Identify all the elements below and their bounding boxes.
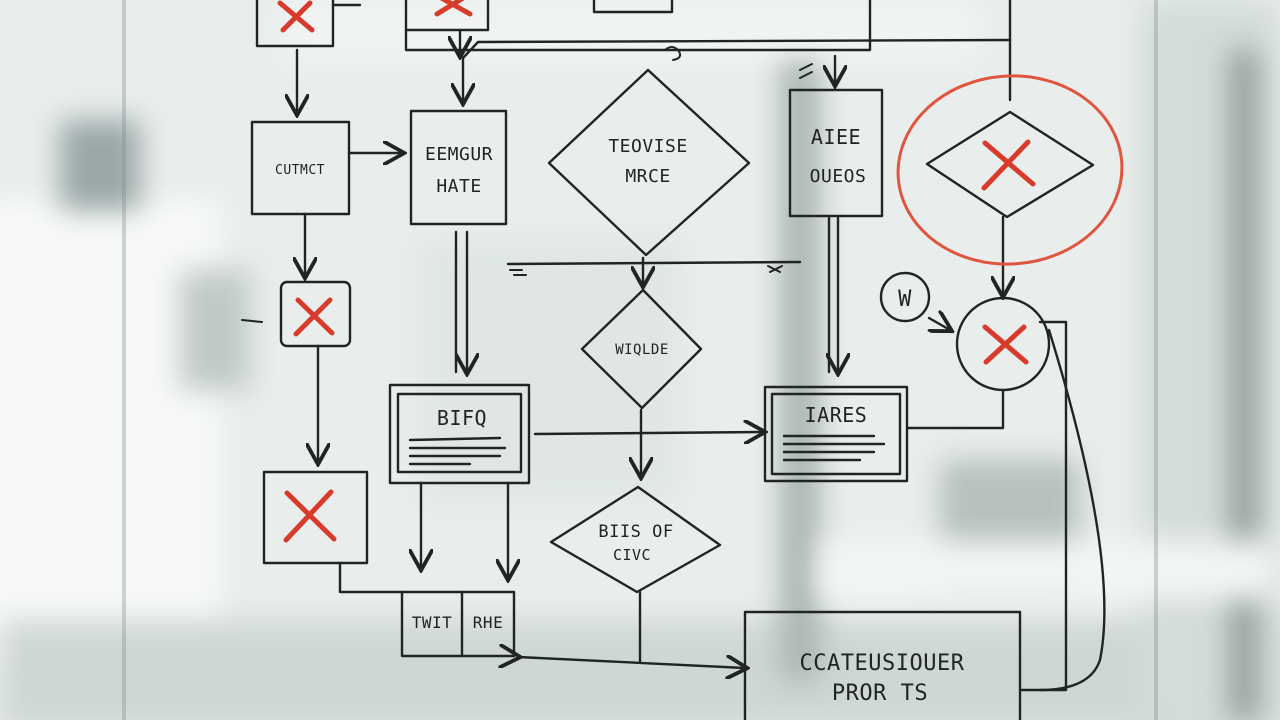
iares-card <box>763 385 909 483</box>
x-mark-circle <box>982 324 1029 365</box>
pror-ts-label-line2: PROR TS <box>832 681 928 706</box>
reject-box-left-1 <box>279 280 352 348</box>
twit-label: TWIT <box>412 613 453 632</box>
mrce-label-line2: MRCE <box>625 166 670 187</box>
iares-label: IARES <box>805 403 868 427</box>
teovise-label-line1: TEOVISE <box>608 136 687 157</box>
reject-box-left-2 <box>262 470 369 565</box>
w-label: W <box>898 287 912 312</box>
x-mark-left-1 <box>293 297 335 337</box>
bifq-card <box>388 383 531 485</box>
x-mark-top-mid <box>434 0 473 17</box>
wiqlde-diamond <box>580 288 703 410</box>
biis-of-diamond <box>549 485 722 594</box>
reject-diamond <box>925 110 1095 219</box>
cutmct-box <box>250 120 351 216</box>
aiee-label-line1: AIEE <box>811 125 861 149</box>
top-connector <box>404 0 872 52</box>
twit-rhe-box <box>400 590 516 658</box>
eemgur-hate-box <box>409 109 508 226</box>
aiee-box <box>788 88 884 218</box>
oueos-label-line2: OUEOS <box>810 166 867 187</box>
top-mid-reject-box <box>404 0 490 32</box>
top-right-box <box>592 0 674 14</box>
glass-panel-edge-right <box>1154 0 1158 720</box>
wiqlde-label: WIQLDE <box>615 342 669 358</box>
hate-label-line2: HATE <box>436 176 481 197</box>
bifq-label: BIFQ <box>437 406 487 430</box>
civc-label-line2: CIVC <box>613 546 651 564</box>
cutmct-label: CUTMCT <box>275 163 325 178</box>
eemgur-label-line1: EEMGUR <box>425 144 493 165</box>
top-left-reject-box <box>255 0 335 48</box>
teovise-diamond <box>547 68 751 257</box>
x-mark-left-2 <box>283 489 337 543</box>
red-highlight-circle <box>896 74 1124 266</box>
glass-panel-edge-left <box>122 0 126 720</box>
x-mark-diamond <box>981 139 1036 191</box>
x-mark-top-left <box>277 0 315 33</box>
ccateusiouer-label-line1: CCATEUSIOUER <box>800 651 965 676</box>
biis-of-label-line1: BIIS OF <box>598 522 673 542</box>
ccateusiouer-box <box>743 610 1022 720</box>
rhe-label: RHE <box>473 613 503 632</box>
w-circle <box>879 271 931 323</box>
